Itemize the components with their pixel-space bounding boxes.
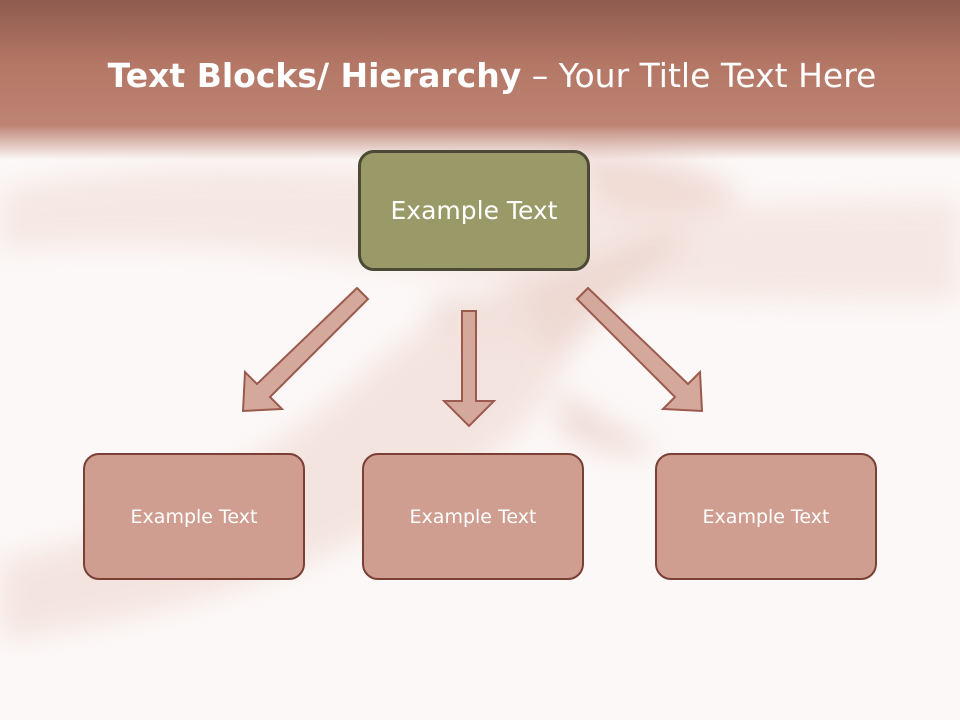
child-text-box-middle[interactable]: Example Text	[362, 453, 584, 580]
title-rest-text: – Your Title Text Here	[521, 56, 877, 95]
root-text-box[interactable]: Example Text	[358, 150, 590, 271]
title-band	[0, 0, 960, 160]
slide-title: Text Blocks/ Hierarchy – Your Title Text…	[0, 52, 960, 100]
arrow-to-middle-box	[441, 310, 497, 428]
child-text-box-right[interactable]: Example Text	[655, 453, 877, 580]
child-text-box-left[interactable]: Example Text	[83, 453, 305, 580]
arrow-to-right-box	[575, 286, 704, 413]
title-bold-text: Text Blocks/ Hierarchy	[107, 56, 522, 95]
arrow-to-left-box	[241, 286, 370, 413]
